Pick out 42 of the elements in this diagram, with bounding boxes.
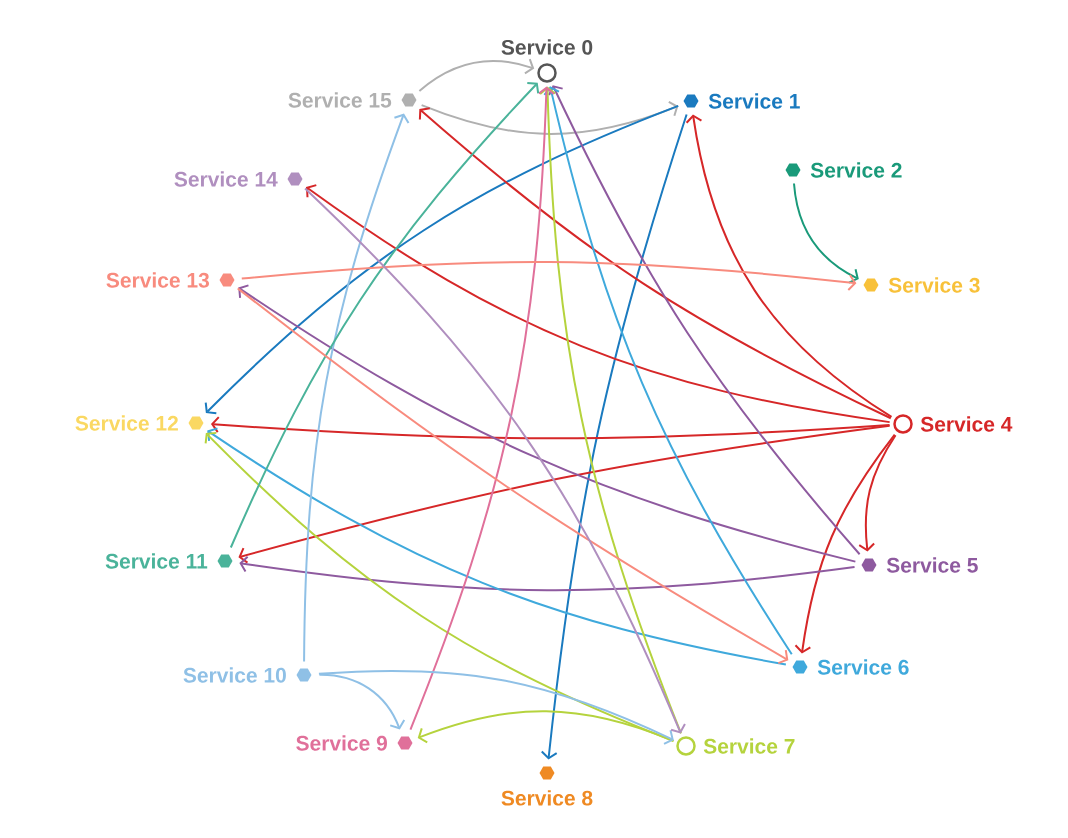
arrow xyxy=(229,81,540,549)
arrow xyxy=(240,261,857,291)
node-label: Service 10 xyxy=(183,667,286,683)
node-label: Service 2 xyxy=(810,162,902,178)
arrow xyxy=(858,434,897,552)
arrow xyxy=(548,85,861,556)
arrow xyxy=(685,114,893,418)
arrow xyxy=(794,433,896,654)
arrow xyxy=(420,100,679,135)
arrow xyxy=(418,107,892,420)
node-label: Service 15 xyxy=(288,92,392,108)
node-label: Service 12 xyxy=(75,415,178,431)
arrow xyxy=(303,113,410,663)
node-label: Service 4 xyxy=(920,416,1013,432)
node-label: Service 0 xyxy=(501,39,593,55)
node-label: Service 11 xyxy=(105,553,208,569)
arrow xyxy=(238,424,891,564)
arrow xyxy=(306,184,891,424)
arrow xyxy=(204,104,680,415)
arrow xyxy=(239,555,856,592)
node-label: Service 9 xyxy=(296,735,387,751)
node-label: Service 1 xyxy=(708,93,800,109)
node-label: Service 7 xyxy=(703,738,795,754)
node-label: Service 3 xyxy=(888,277,980,293)
arrow xyxy=(793,182,859,284)
node-label: Service 13 xyxy=(106,272,209,288)
arrow xyxy=(304,187,686,734)
arrow xyxy=(317,669,674,745)
node-label: Service 5 xyxy=(886,557,978,573)
node-label: Service 6 xyxy=(817,659,909,675)
arrow xyxy=(318,673,406,730)
node-label: Service 8 xyxy=(501,790,593,806)
arrow xyxy=(417,710,675,744)
arrow xyxy=(418,58,535,92)
node-label: Service 14 xyxy=(174,171,278,187)
arrow xyxy=(207,427,787,666)
arrow xyxy=(238,284,857,563)
arrow xyxy=(409,86,555,731)
arrow xyxy=(543,86,793,656)
arrow xyxy=(236,287,789,665)
arrow xyxy=(210,416,891,440)
arrow xyxy=(204,431,675,743)
